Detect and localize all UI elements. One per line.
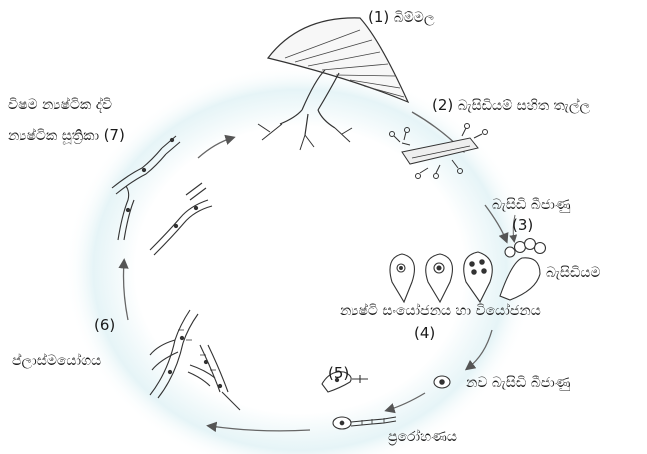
stage-5-text: ප්‍රරෝහණය <box>388 428 457 446</box>
stage-7-text-line2: න්‍යෂ්ටික සූත්‍රිකා (7) <box>8 126 125 145</box>
stage-4-number: (4) <box>414 324 435 342</box>
stage-1-number: (1) <box>368 8 389 26</box>
stage-2-label: (2) බැසිඩියම් සහිත තැල්ල <box>432 96 590 115</box>
stage-2-text: බැසිඩියම් සහිත තැල්ල <box>458 98 590 114</box>
stage-2-number: (2) <box>432 96 453 114</box>
stage-1-label: (1) බිම්මල <box>368 8 435 27</box>
stage-4-text: න්‍යෂ්ටි සංයෝජනය හා වියෝජනය <box>340 302 541 320</box>
stage-3-number: (3) <box>512 216 533 234</box>
stage-6-text: ප්ලාස්මයෝගය <box>12 352 101 370</box>
stage-3-note: බැසිඩි බීජාණු <box>492 196 571 214</box>
stage-6-number: (6) <box>94 316 115 334</box>
stage-5-note: නව බැසිඩි බීජාණු <box>466 374 571 392</box>
stage-1-text: බිම්මල <box>394 10 435 26</box>
stage-5-number: (5) <box>328 364 349 382</box>
stage-3-text: බැසිඩියම <box>546 264 601 282</box>
nucleus-fusion-icon <box>390 252 492 302</box>
cycle-glow <box>65 65 535 454</box>
stage-7-text-line1: විෂම න්‍යෂ්ටික ද්වි <box>8 96 112 114</box>
stage-7-number: (7) <box>104 126 125 144</box>
stage-7-text: න්‍යෂ්ටික සූත්‍රිකා <box>8 128 99 144</box>
